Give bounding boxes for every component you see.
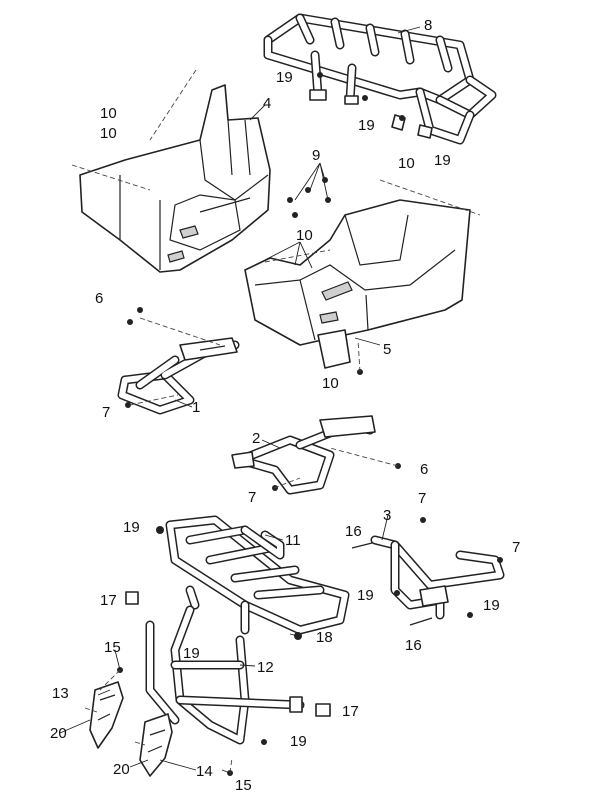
callout-15: 15 xyxy=(104,639,121,656)
main-frame xyxy=(145,605,305,745)
callout-16: 16 xyxy=(405,637,422,654)
callout-19: 19 xyxy=(358,117,375,134)
callout-19: 19 xyxy=(357,587,374,604)
callout-18: 18 xyxy=(316,629,333,646)
callout-11: 11 xyxy=(285,532,301,549)
rear-fender xyxy=(244,199,471,369)
rear-rack xyxy=(165,515,350,635)
callout-19: 19 xyxy=(276,69,293,86)
callout-17: 17 xyxy=(100,592,117,609)
callout-15: 15 xyxy=(235,777,252,794)
callout-16: 16 xyxy=(345,523,362,540)
callout-10: 10 xyxy=(100,105,117,122)
rear-bracket xyxy=(231,415,376,495)
callout-6: 6 xyxy=(95,290,103,307)
leader-lines xyxy=(59,26,421,774)
callout-9: 9 xyxy=(312,147,320,164)
callout-7: 7 xyxy=(102,404,110,421)
callout-19: 19 xyxy=(123,519,140,536)
callout-1: 1 xyxy=(192,399,200,416)
callout-6: 6 xyxy=(420,461,428,478)
callout-12: 12 xyxy=(257,659,274,676)
callout-19: 19 xyxy=(183,645,200,662)
callout-19: 19 xyxy=(290,733,307,750)
callout-5: 5 xyxy=(383,341,391,358)
callout-13: 13 xyxy=(52,685,69,702)
callout-4: 4 xyxy=(263,95,271,112)
front-bracket xyxy=(117,337,240,415)
callout-7: 7 xyxy=(248,489,256,506)
callout-3: 3 xyxy=(383,507,391,524)
callouts: 8 19 19 19 10 10 4 9 10 10 6 5 10 7 1 2 … xyxy=(50,17,520,794)
callout-7: 7 xyxy=(512,539,520,556)
callout-19: 19 xyxy=(483,597,500,614)
callout-10: 10 xyxy=(100,125,117,142)
hardware xyxy=(71,69,503,776)
callout-20: 20 xyxy=(50,725,67,742)
front-fender xyxy=(79,84,271,273)
front-rack xyxy=(263,13,497,145)
callout-10: 10 xyxy=(398,155,415,172)
callout-17: 17 xyxy=(342,703,359,720)
callout-14: 14 xyxy=(196,763,213,780)
callout-7: 7 xyxy=(418,490,426,507)
callout-10: 10 xyxy=(322,375,339,392)
callout-19: 19 xyxy=(434,152,451,169)
left-guard xyxy=(89,681,124,749)
callout-8: 8 xyxy=(424,17,432,34)
side-bracket xyxy=(370,535,505,620)
callout-2: 2 xyxy=(252,430,260,447)
right-guard xyxy=(139,713,173,777)
callout-20: 20 xyxy=(113,761,130,778)
callout-10: 10 xyxy=(296,227,313,244)
